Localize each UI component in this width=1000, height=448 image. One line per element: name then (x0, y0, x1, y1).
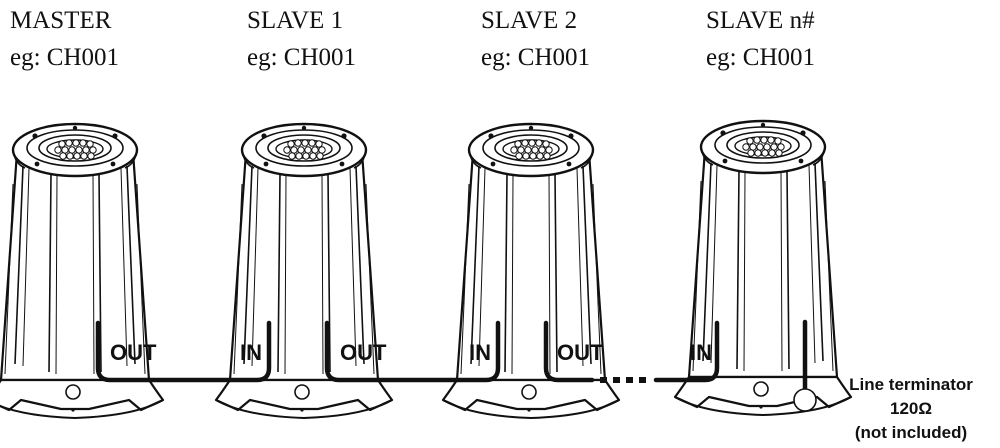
unit-channel: eg: CH001 (247, 44, 357, 71)
fixture-slave-1 (216, 124, 392, 418)
cable-continuation-dots (600, 377, 646, 383)
unit-label-master: MASTER eg: CH001 (10, 2, 119, 76)
unit-name: MASTER (10, 7, 112, 34)
fixture-slave-2 (443, 124, 619, 418)
unit-name: SLAVE n# (706, 7, 815, 34)
terminator-label-line-3: (not included) (855, 423, 967, 442)
cable-slave-1-to-slave-2 (324, 320, 501, 383)
terminator-label-line-1: Line terminator (849, 375, 973, 394)
unit-name: SLAVE 1 (247, 7, 344, 34)
unit-channel: eg: CH001 (10, 44, 120, 71)
port-label-slave-1-out: OUT (340, 340, 387, 365)
port-label-master-out: OUT (110, 340, 157, 365)
unit-channel: eg: CH001 (481, 44, 591, 71)
unit-label-slave-n: SLAVE n# eg: CH001 (706, 2, 815, 76)
terminator-label-line-2: 120Ω (890, 399, 932, 418)
port-label-slave-n-in: IN (690, 340, 712, 365)
unit-label-slave-2: SLAVE 2 eg: CH001 (481, 2, 590, 76)
unit-channel: eg: CH001 (706, 44, 816, 71)
port-label-slave-2-out: OUT (557, 340, 604, 365)
fixture-master (0, 124, 163, 418)
terminator-plug-icon (793, 388, 817, 412)
fixture-slave-n (675, 121, 851, 415)
port-label-slave-2-in: IN (469, 340, 491, 365)
unit-label-slave-1: SLAVE 1 eg: CH001 (247, 2, 356, 76)
port-label-slave-1-in: IN (240, 340, 262, 365)
unit-name: SLAVE 2 (481, 7, 578, 34)
cable-master-to-slave-1 (95, 320, 272, 383)
cable-slave-2-to-slave-n (543, 320, 720, 383)
